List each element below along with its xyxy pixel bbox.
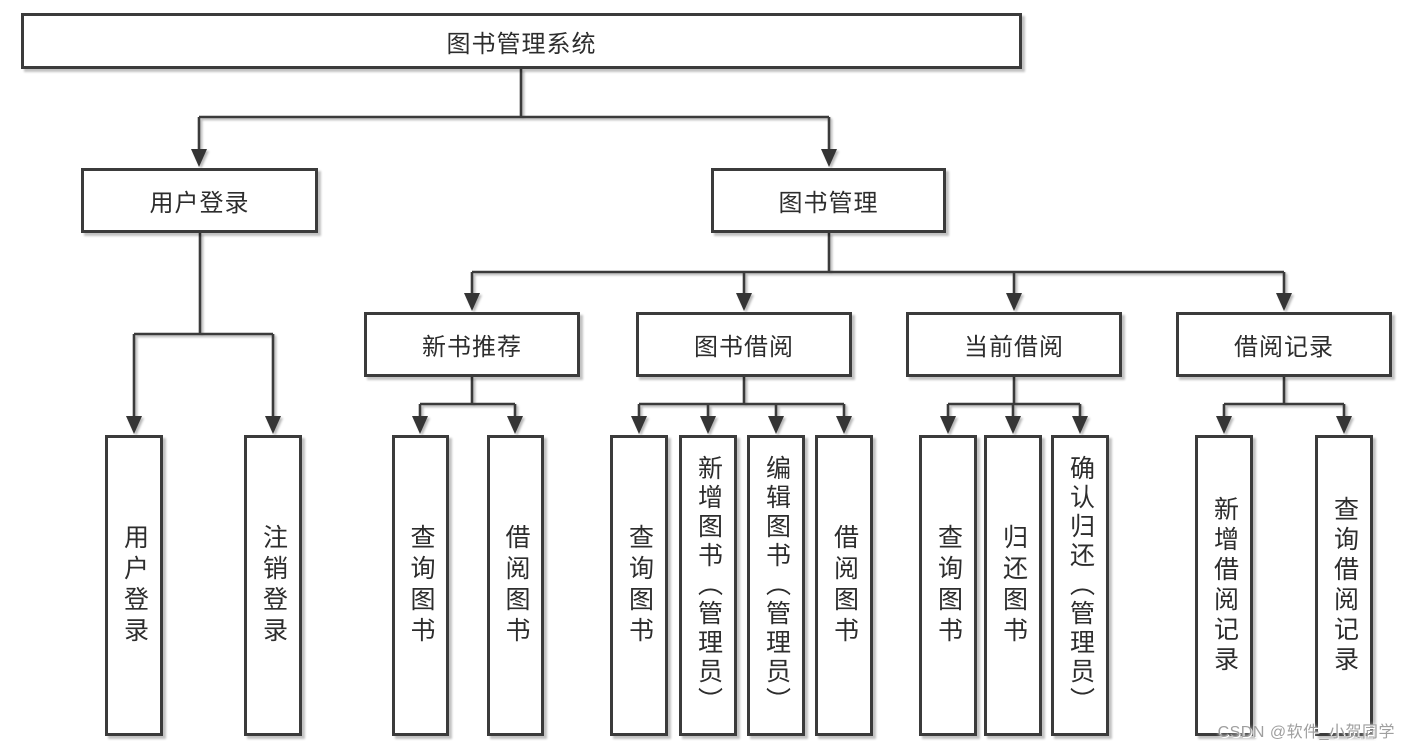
leaf-return-books: 归还图书 [984, 435, 1042, 736]
leaf-label: 查询图书 [407, 523, 435, 648]
leaf-label: 借阅图书 [502, 523, 530, 648]
leaf-label: 编辑图书（管理员） [762, 455, 791, 716]
leaf-confirm-return-admin: 确认归还（管理员） [1051, 435, 1109, 736]
leaf-label: 归还图书 [999, 523, 1028, 648]
leaf-add-borrow-record: 新增借阅记录 [1195, 435, 1253, 736]
leaf-user-login: 用户登录 [105, 435, 163, 736]
leaf-label: 确认归还（管理员） [1066, 455, 1095, 716]
leaf-query-books-recommend: 查询图书 [392, 435, 449, 736]
node-borrowing-records: 借阅记录 [1176, 312, 1392, 377]
node-label: 用户登录 [149, 190, 250, 217]
node-label: 新书推荐 [422, 334, 522, 361]
node-user-login: 用户登录 [81, 168, 318, 233]
leaf-query-books-borrowing: 查询图书 [610, 435, 668, 736]
leaf-label: 新增借阅记录 [1210, 495, 1239, 676]
node-current-borrowing: 当前借阅 [906, 312, 1122, 377]
node-book-management: 图书管理 [711, 168, 946, 233]
leaf-label: 借阅图书 [830, 523, 859, 648]
node-label: 图书借阅 [694, 334, 794, 361]
leaf-label: 查询图书 [625, 523, 654, 648]
leaf-logout: 注销登录 [244, 435, 302, 736]
leaf-add-books-admin: 新增图书（管理员） [679, 435, 737, 736]
node-library-management-system: 图书管理系统 [21, 13, 1022, 69]
connector-path [134, 69, 1344, 406]
node-label: 借阅记录 [1234, 334, 1334, 361]
leaf-label: 注销登录 [259, 523, 288, 648]
leaf-borrow-books: 借阅图书 [815, 435, 873, 736]
leaf-query-borrow-record: 查询借阅记录 [1315, 435, 1373, 736]
leaf-label: 新增图书（管理员） [694, 455, 723, 716]
node-book-borrowing: 图书借阅 [636, 312, 852, 377]
leaf-label: 查询借阅记录 [1330, 495, 1359, 676]
node-label: 图书管理 [778, 190, 879, 217]
node-new-book-recommendation: 新书推荐 [364, 312, 580, 377]
leaf-borrow-books-recommend: 借阅图书 [487, 435, 544, 736]
leaf-edit-books-admin: 编辑图书（管理员） [747, 435, 805, 736]
arrowheads [126, 117, 1352, 434]
node-label: 图书管理系统 [446, 30, 597, 58]
csdn-watermark: CSDN @软件_小贺同学 [1217, 724, 1395, 741]
leaf-query-books-current: 查询图书 [919, 435, 977, 736]
leaf-label: 用户登录 [120, 523, 149, 648]
node-label: 当前借阅 [964, 334, 1064, 361]
leaf-label: 查询图书 [934, 523, 963, 648]
